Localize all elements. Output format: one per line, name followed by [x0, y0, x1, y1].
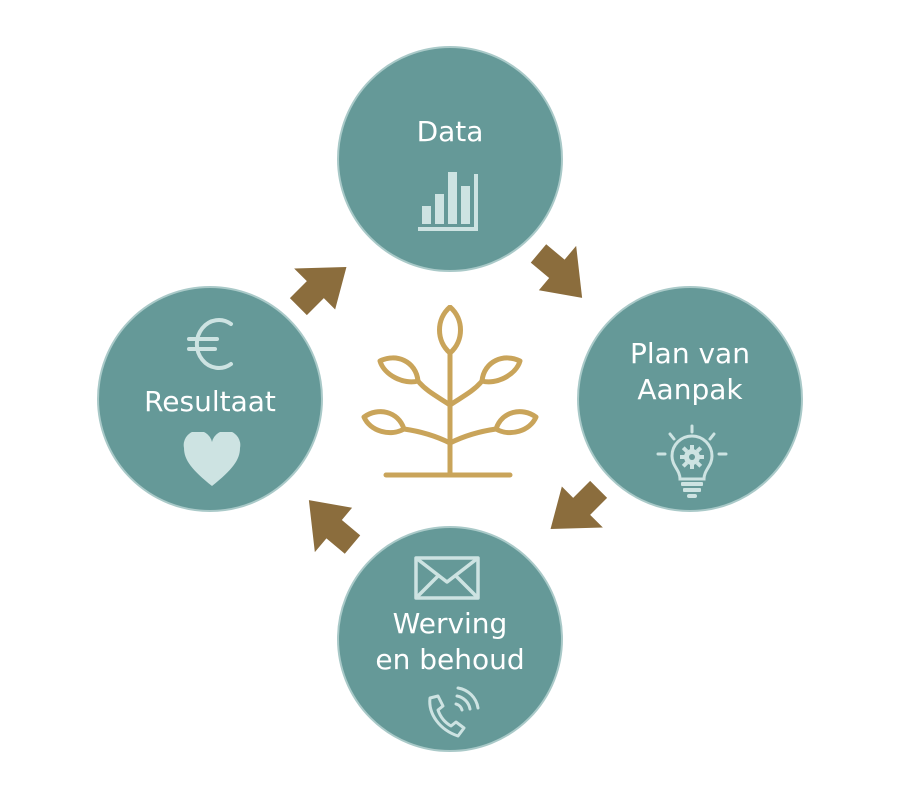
node-plan-label: Plan van Aanpak [579, 336, 801, 408]
node-werving-line-1: Werving [392, 607, 508, 640]
heart-icon [183, 432, 241, 486]
lightbulb-gear-icon [656, 424, 728, 498]
bar-chart-icon [418, 172, 478, 231]
node-data-line-1: Data [416, 115, 484, 148]
envelope-icon [414, 556, 480, 600]
node-werving-line-2: en behoud [375, 643, 525, 676]
plant-icon [361, 305, 539, 478]
node-plan: Plan van Aanpak [577, 286, 803, 512]
arrow-data-to-plan [530, 244, 583, 298]
node-data-label: Data [339, 114, 561, 150]
phone-icon [428, 686, 480, 738]
arrow-plan-to-werving [550, 480, 608, 529]
node-werving-label: Werving en behoud [339, 606, 561, 678]
node-plan-line-2: Aanpak [637, 373, 743, 406]
arrow-werving-to-resultaat [308, 500, 361, 554]
node-resultaat: Resultaat [97, 286, 323, 512]
node-resultaat-label: Resultaat [99, 384, 321, 420]
euro-icon [187, 318, 233, 370]
node-data: Data [337, 46, 563, 272]
node-plan-line-1: Plan van [630, 337, 750, 370]
node-werving: Werving en behoud [337, 526, 563, 752]
node-resultaat-line-1: Resultaat [144, 385, 276, 418]
arrow-resultaat-to-data [289, 267, 347, 316]
